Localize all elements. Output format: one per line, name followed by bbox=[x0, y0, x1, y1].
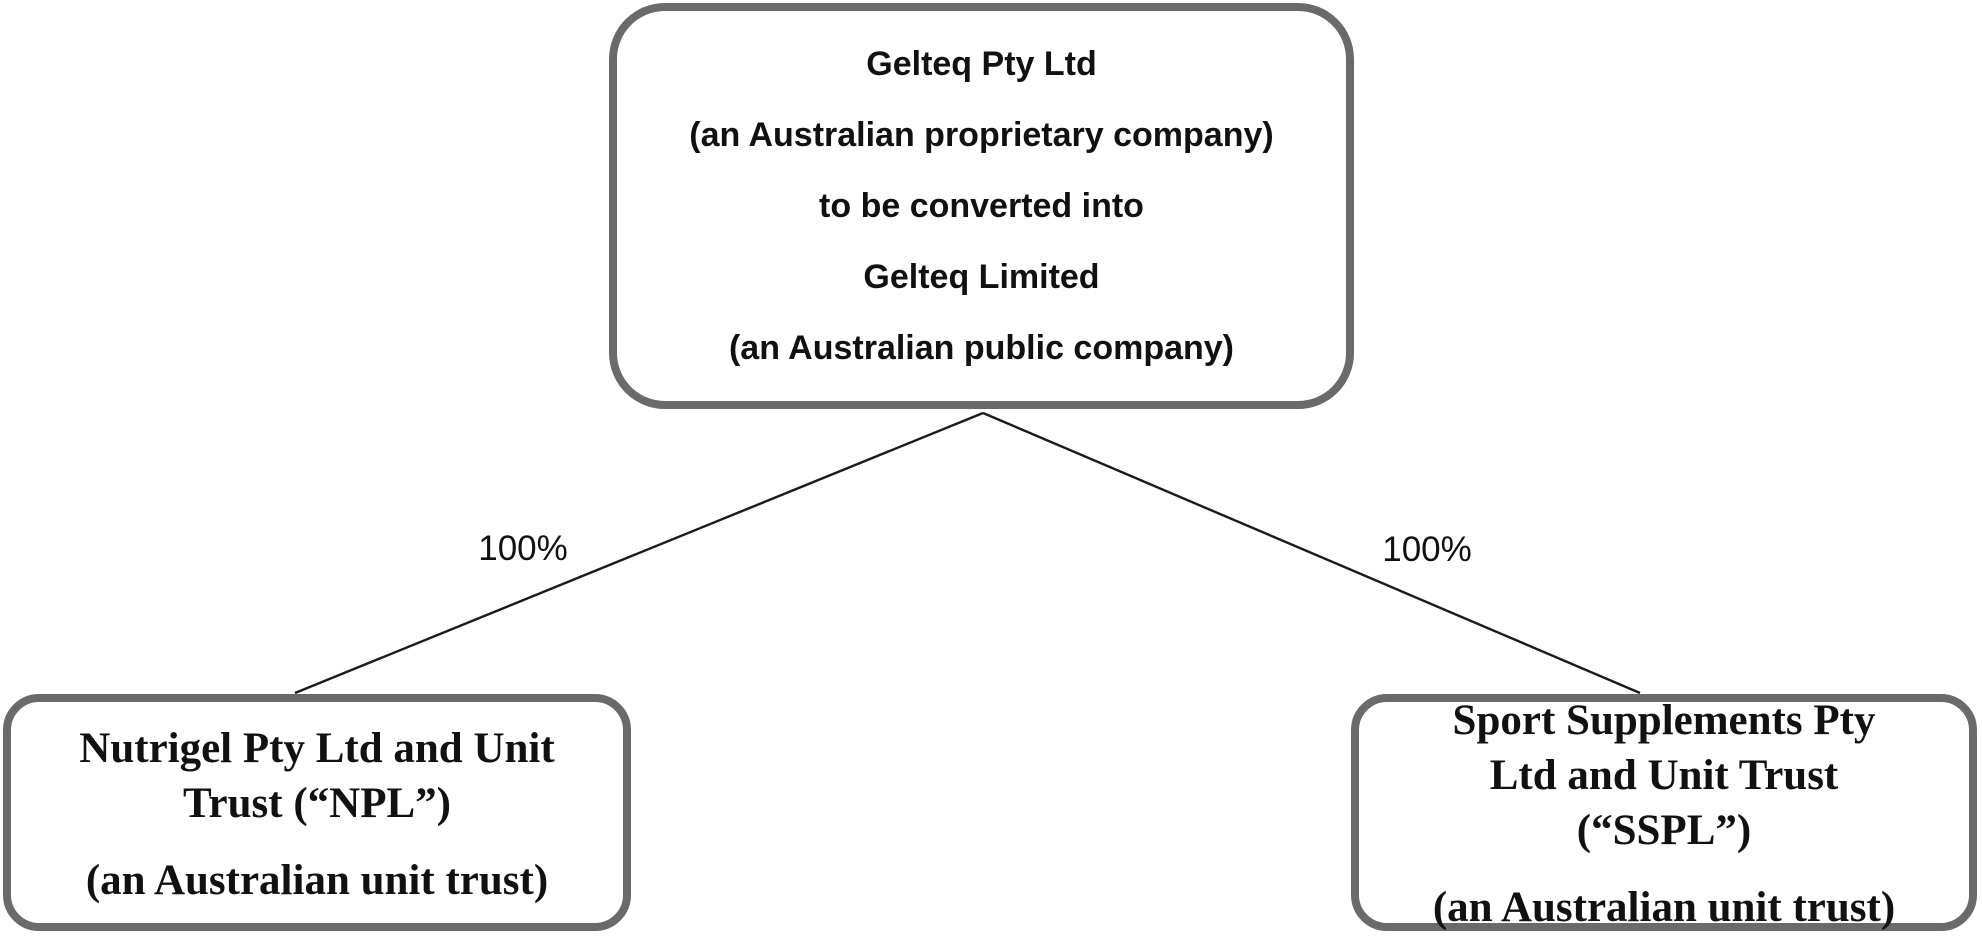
connector-line-right bbox=[982, 411, 1641, 695]
subsidiary-left-type: (an Australian unit trust) bbox=[85, 856, 549, 904]
subsidiary-right-type: (an Australian unit trust) bbox=[1432, 884, 1896, 931]
converted-company-name: Gelteq Limited bbox=[863, 257, 1100, 296]
subsidiary-right-name: Sport Supplements Pty Ltd and Unit Trust… bbox=[1452, 697, 1876, 854]
subsidiary-box-left: Nutrigel Pty Ltd and Unit Trust (“NPL”) … bbox=[3, 694, 631, 931]
parent-company-type: (an Australian proprietary company) bbox=[689, 115, 1274, 154]
conversion-note: to be converted into bbox=[819, 186, 1144, 225]
subsidiary-left-name: Nutrigel Pty Ltd and Unit Trust (“NPL”) bbox=[79, 724, 555, 827]
ownership-label-right: 100% bbox=[1382, 530, 1472, 569]
connector-line-left bbox=[294, 411, 984, 695]
parent-company-name: Gelteq Pty Ltd bbox=[866, 44, 1097, 83]
parent-company-box: Gelteq Pty Ltd (an Australian proprietar… bbox=[609, 3, 1354, 409]
converted-company-type: (an Australian public company) bbox=[728, 328, 1235, 367]
subsidiary-box-right: Sport Supplements Pty Ltd and Unit Trust… bbox=[1351, 694, 1977, 931]
ownership-label-left: 100% bbox=[478, 529, 568, 568]
